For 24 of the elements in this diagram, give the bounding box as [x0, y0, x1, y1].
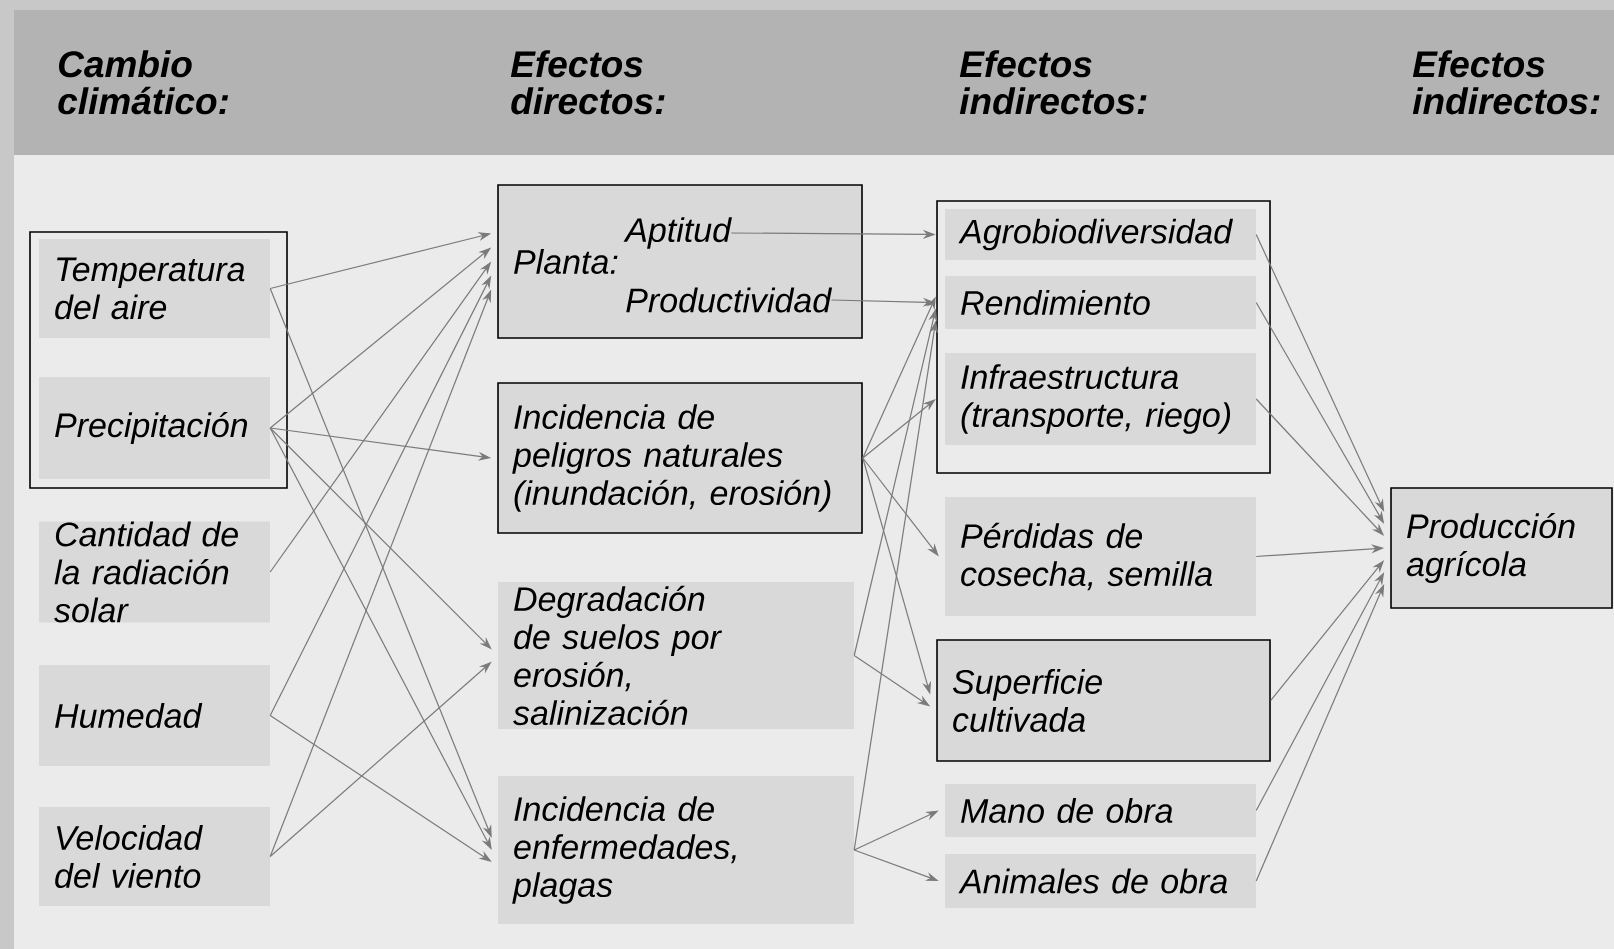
- text-box: Agrobiodiversidad: [945, 209, 1256, 260]
- text-box: Mano de obra: [945, 784, 1256, 837]
- text-box: Animales de obra: [945, 854, 1256, 908]
- text-label: Productividad: [626, 287, 833, 313]
- framed-box: Incidencia de peligros naturales (inundación, erosión): [497, 382, 863, 534]
- text-box: Velocidad del viento: [39, 807, 270, 906]
- text-box: Infraestructura (transporte, riego): [945, 353, 1256, 445]
- text-box: Precipitación: [39, 377, 270, 479]
- text-box: Humedad: [39, 665, 270, 766]
- text-box: Incidencia de enfermedades, plagas: [498, 776, 854, 924]
- column-heading: Efectos indirectos:: [959, 50, 1147, 115]
- text-label: Aptitud: [623, 217, 732, 249]
- column-heading: Cambio climático:: [58, 50, 229, 115]
- text-box: Pérdidas de cosecha, semilla: [945, 497, 1256, 616]
- column-heading: Efectos indirectos:: [1412, 50, 1600, 115]
- text-box: Rendimiento: [945, 276, 1256, 329]
- framed-box: Superficie cultivada: [936, 639, 1271, 762]
- framed-box: Producción agrícola: [1390, 487, 1613, 609]
- text-box: Cantidad de la radiación solar: [39, 521, 270, 623]
- text-box: Temperatura del aire: [39, 239, 270, 338]
- group-frame: [29, 231, 288, 489]
- group-frame: [936, 200, 1271, 474]
- column-heading: Efectos directos:: [510, 50, 665, 115]
- text-box: Degradación de suelos por erosión, salinización: [498, 582, 854, 729]
